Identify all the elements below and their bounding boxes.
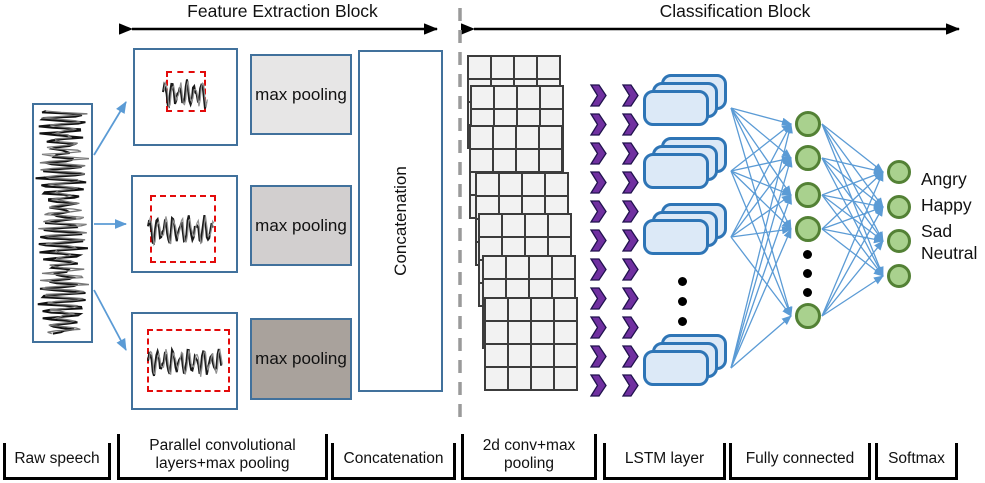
classification-block-title: Classification Block [659, 1, 811, 21]
lstm-stack-4 [643, 334, 729, 388]
raw-speech-waveform-box [32, 103, 93, 343]
lstm-ellipsis-dot [678, 317, 687, 326]
chevron-arrow-icon [621, 258, 639, 281]
feature-extraction-block-title: Feature Extraction Block [187, 1, 378, 21]
lstm-card [643, 219, 709, 255]
output-label-angry: Angry [921, 169, 967, 189]
output-label-happy: Happy [921, 195, 972, 215]
fc-ellipsis-dot [803, 250, 812, 259]
stage-label-parallel-conv: Parallel convolutional layers+max poolin… [117, 434, 328, 480]
chevron-arrow-icon [589, 142, 607, 165]
max-pooling-box-2: max pooling [250, 185, 352, 266]
chevron-arrow-icon [621, 229, 639, 252]
conv-window-box-2 [131, 175, 238, 273]
output-label-neutral: Neutral [921, 243, 978, 263]
chevron-arrow-icon [589, 345, 607, 368]
stage-label-concatenation: Concatenation [331, 443, 456, 480]
stage-label-fully-connected: Fully connected [729, 443, 871, 480]
concatenation-box: Concatenation [358, 50, 443, 392]
concatenation-label: Concatenation [390, 166, 410, 276]
conv-window-box-3 [131, 312, 238, 410]
chevron-arrow-icon [589, 258, 607, 281]
chevron-arrow-icon [589, 229, 607, 252]
output-neuron-1 [887, 160, 911, 184]
max-pooling-box-3: max pooling [250, 318, 352, 400]
lstm-card [643, 350, 709, 386]
chevron-arrow-icon [621, 171, 639, 194]
fc-ellipsis-dot [803, 269, 812, 278]
lstm-ellipsis-dot [678, 277, 687, 286]
lstm-stack-3 [643, 203, 729, 257]
chevron-arrow-icon [621, 374, 639, 397]
fc-neuron-3 [795, 182, 821, 208]
lstm-card [643, 153, 709, 189]
chevron-arrow-icon [589, 171, 607, 194]
feature-map-grid-7 [484, 297, 578, 391]
stage-label-2d-conv: 2d conv+max pooling [461, 434, 597, 480]
stage-label-lstm: LSTM layer [603, 443, 726, 480]
fc-ellipsis-dot [803, 288, 812, 297]
output-neuron-3 [887, 229, 911, 253]
fc-neuron-1 [795, 111, 821, 137]
output-label-sad: Sad [921, 221, 953, 241]
chevron-arrow-icon [621, 316, 639, 339]
lstm-card [643, 90, 709, 126]
fc-neuron-4 [795, 216, 821, 242]
lstm-ellipsis-dot [678, 297, 687, 306]
output-neuron-2 [887, 195, 911, 219]
chevron-arrow-icon [621, 113, 639, 136]
max-pooling-box-1: max pooling [250, 54, 352, 135]
fc-neuron-2 [795, 145, 821, 171]
chevron-arrow-icon [589, 200, 607, 223]
output-neuron-4 [887, 264, 911, 288]
conv-window-box-1 [133, 48, 238, 146]
chevron-arrow-icon [621, 287, 639, 310]
stage-label-raw-speech: Raw speech [3, 443, 111, 480]
lstm-stack-2 [643, 137, 729, 191]
stage-label-softmax: Softmax [875, 443, 958, 480]
lstm-stack-1 [643, 74, 729, 128]
chevron-arrow-icon [589, 84, 607, 107]
chevron-arrow-icon [621, 142, 639, 165]
chevron-arrow-icon [589, 374, 607, 397]
chevron-arrow-icon [621, 84, 639, 107]
chevron-arrow-icon [621, 345, 639, 368]
fc-neuron-5 [795, 303, 821, 329]
chevron-arrow-icon [589, 316, 607, 339]
chevron-arrow-icon [589, 287, 607, 310]
chevron-arrow-icon [621, 200, 639, 223]
chevron-arrow-icon [589, 113, 607, 136]
